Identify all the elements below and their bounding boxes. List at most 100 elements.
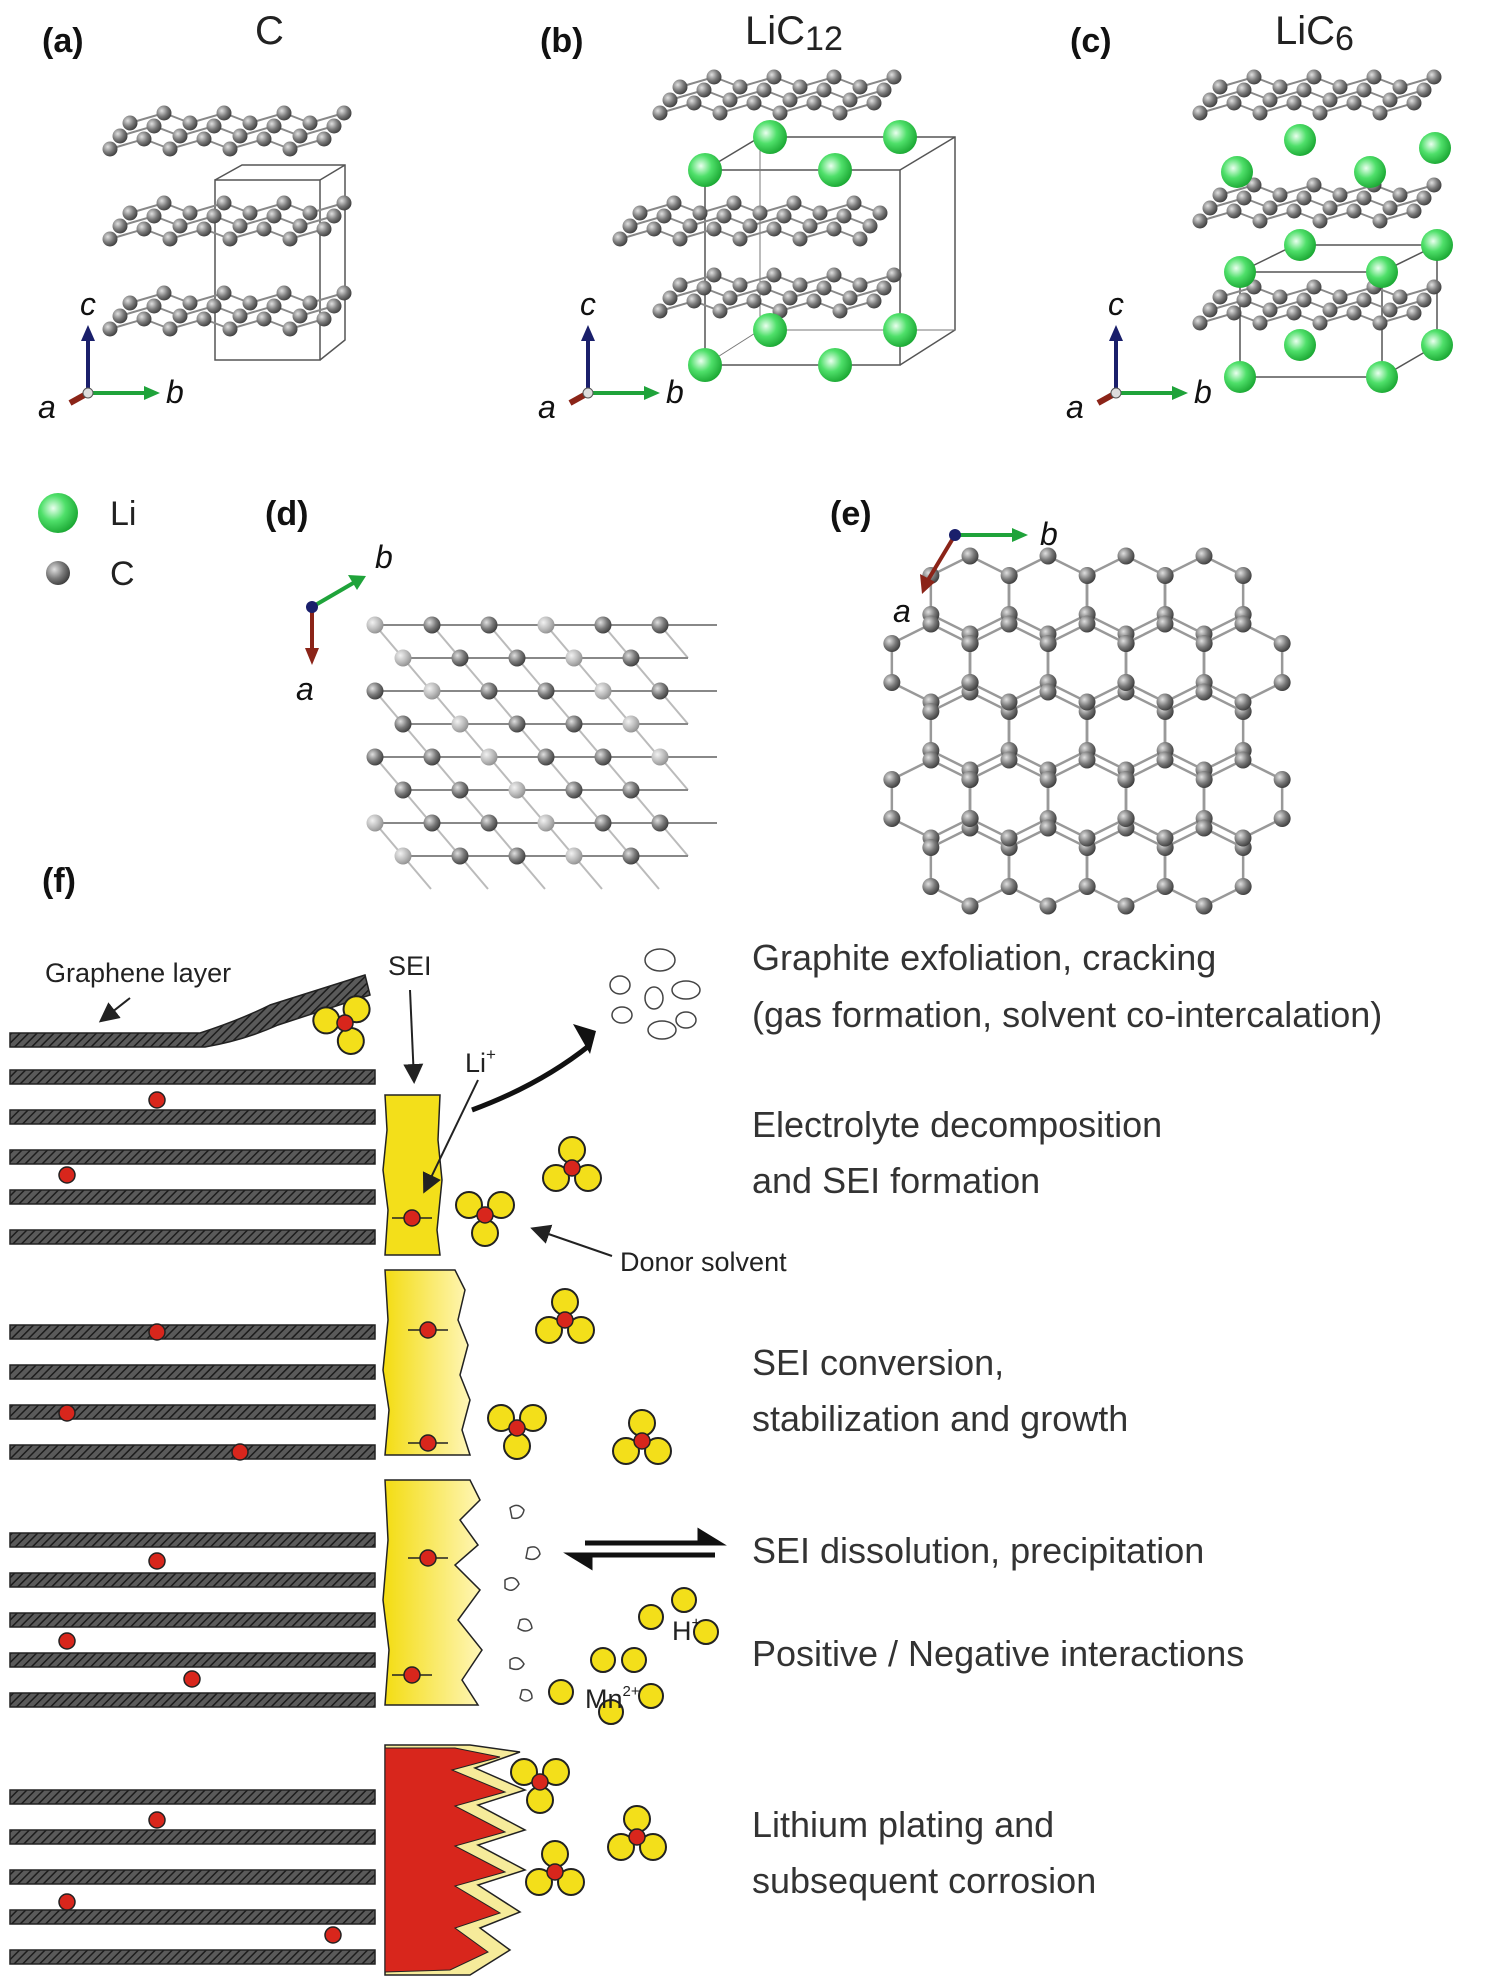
carbon-atom <box>1382 302 1398 318</box>
carbon-atom <box>1416 82 1432 98</box>
exfoliation-arrowhead <box>573 1024 596 1054</box>
panel-a-label: (a) <box>42 22 84 60</box>
hexagon-ring <box>1007 690 1089 772</box>
hexagon-ring <box>929 554 1011 636</box>
solvent-atom <box>628 1409 656 1437</box>
hexagon-ring <box>1124 758 1206 840</box>
carbon-atom <box>1192 315 1208 331</box>
carbon-atom <box>836 208 852 224</box>
carbon-atom <box>292 218 308 234</box>
carbon-atom <box>1212 187 1228 203</box>
carbon-atom <box>451 649 469 667</box>
carbon-atom <box>1273 810 1291 827</box>
hexagon-ring <box>1046 758 1128 840</box>
carbon-atom <box>1236 82 1252 98</box>
lithium-atom <box>1284 229 1316 261</box>
hexagon-ring <box>968 758 1050 840</box>
cation-particle <box>590 1647 616 1673</box>
desc-conversion-2: stabilization and growth <box>752 1398 1128 1439</box>
solvent-atom <box>607 1833 635 1861</box>
carbon-atom <box>812 205 828 221</box>
cation-particle <box>638 1604 664 1630</box>
carbon-atom <box>666 195 682 211</box>
carbon-atom <box>122 115 138 131</box>
lithium-atom <box>883 313 917 347</box>
carbon-atom <box>852 277 868 293</box>
carbon-atom <box>206 298 222 314</box>
solvent-atom <box>471 1219 499 1247</box>
solvent-center <box>563 1159 581 1177</box>
carbon-atom <box>612 231 628 247</box>
carbon-atom <box>883 674 901 691</box>
axis-c-label: c <box>580 286 596 322</box>
legend-li-icon <box>38 493 78 533</box>
carbon-atom <box>423 616 441 634</box>
carbon-atom <box>1039 819 1057 837</box>
mn-text: Mn <box>585 1684 623 1714</box>
carbon-atom <box>1312 213 1328 229</box>
carbon-atom <box>1416 292 1432 308</box>
carbon-atom <box>696 280 712 296</box>
lithium-atom <box>818 153 852 187</box>
lithium-atom <box>1284 124 1316 156</box>
carbon-atom <box>786 195 802 211</box>
solvent-atom <box>574 1164 602 1192</box>
lithium-ion <box>58 1893 76 1911</box>
carbon-atom <box>1322 200 1338 216</box>
carbon-atom <box>852 231 868 247</box>
carbon-atom <box>1000 829 1018 847</box>
carbon-atom <box>394 847 412 865</box>
carbon-atom <box>1346 203 1362 219</box>
carbon-atom <box>782 290 798 306</box>
carbon-atom <box>772 105 788 121</box>
carbon-atom <box>1117 810 1135 827</box>
carbon-atom <box>1234 878 1252 895</box>
carbon-atom <box>136 311 152 327</box>
axis-b-label: b <box>166 374 184 410</box>
carbon-atom <box>1195 897 1213 915</box>
carbon-atom <box>182 115 198 131</box>
carbon-atom <box>842 290 858 306</box>
carbon-atom <box>508 649 526 667</box>
graphene-layer <box>9 1364 376 1380</box>
sei-label: SEI <box>388 951 432 981</box>
carbon-atom <box>806 95 822 111</box>
sei-block-dissolving <box>382 1479 483 1706</box>
carbon-atom <box>366 682 384 700</box>
carbon-atom <box>732 79 748 95</box>
solvent-center <box>633 1432 651 1450</box>
axis-c-arrowhead <box>81 325 95 341</box>
lithium-atom <box>1224 361 1256 393</box>
carbon-atom <box>242 205 258 221</box>
carbon-atom <box>1286 95 1302 111</box>
graphene-layer <box>9 1069 376 1085</box>
carbon-atom <box>922 878 940 895</box>
sei-mechanisms-diagram <box>9 948 727 1976</box>
carbon-atom <box>366 616 384 634</box>
graphene-sheet-b1 <box>652 69 902 121</box>
carbon-atom <box>696 82 712 98</box>
lithium-ion-in-sei <box>419 1434 437 1452</box>
axis-origin <box>306 601 318 613</box>
li-plus-pointer <box>422 1079 479 1194</box>
lithium-ion-in-sei <box>419 1549 437 1567</box>
carbon-atom <box>886 69 902 85</box>
carbon-atom <box>1000 567 1018 584</box>
honeycomb-upper-layer <box>366 616 717 865</box>
carbon-atom <box>692 205 708 221</box>
donor-solvent-molecule <box>525 1840 585 1896</box>
lithium-atom <box>1419 132 1451 164</box>
hexagon-ring <box>1163 826 1245 908</box>
carbon-atom <box>1356 190 1372 206</box>
carbon-atom <box>1306 177 1322 193</box>
carbon-atom <box>766 267 782 283</box>
carbon-atom <box>961 771 979 788</box>
hexagon-ring <box>968 622 1050 704</box>
lithium-ion <box>148 1811 166 1829</box>
solvent-center <box>556 1311 574 1329</box>
axis-triad-b: cba <box>538 286 684 425</box>
carbon-atom <box>216 195 232 211</box>
axis-b-label: b <box>1040 516 1058 552</box>
carbon-atom <box>282 321 298 337</box>
solvent-atom <box>623 1805 651 1833</box>
